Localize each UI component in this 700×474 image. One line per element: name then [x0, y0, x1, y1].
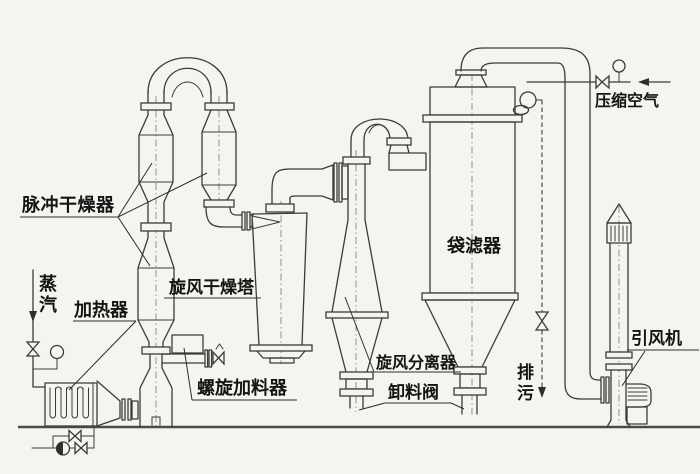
label-compressed-air: 压缩空气: [595, 91, 659, 110]
label-cyclone-separator: 旋风分离器: [344, 296, 461, 373]
centerline-axes: [155, 74, 620, 427]
screw-feeder: [161, 334, 225, 368]
valve-icon: [74, 441, 88, 455]
svg-text:排: 排: [517, 362, 534, 382]
condensate-bypass-line: [31, 425, 95, 456]
heater: [44, 380, 139, 427]
svg-text:卸料阀: 卸料阀: [388, 382, 439, 402]
pressure-gauge-icon: [32, 344, 65, 370]
stack: [605, 203, 633, 371]
label-steam: 蒸 汽: [39, 274, 57, 315]
svg-text:袋滤器: 袋滤器: [446, 235, 502, 256]
svg-text:压缩空气: 压缩空气: [595, 91, 659, 110]
svg-text:旋风干燥塔: 旋风干燥塔: [168, 277, 255, 297]
annotations: 脉冲干燥器 蒸 汽 加热器 旋风干燥塔 螺旋加料器 旋风分离器: [20, 91, 699, 411]
label-induced-draft-fan: 引风机: [621, 328, 699, 387]
svg-text:旋风分离器: 旋风分离器: [375, 353, 457, 372]
label-bag-filter: 袋滤器: [446, 235, 502, 256]
valve-icon: [595, 74, 610, 90]
valve-icon: [68, 429, 82, 443]
flow-arrow-icon: [538, 387, 546, 398]
cyclone-drying-tower: [249, 162, 349, 364]
induced-draft-fan: [606, 369, 652, 428]
valve-icon: [534, 311, 550, 331]
valve-icon: [25, 341, 41, 357]
label-screw-feeder: 螺旋加料器: [183, 347, 297, 401]
label-blowdown: 排 污: [517, 362, 534, 403]
svg-text:引风机: 引风机: [631, 328, 682, 348]
flow-arrow-icon: [638, 78, 671, 86]
label-pulse-dryer: 脉冲干燥器: [20, 162, 208, 267]
compressed-air-line: [526, 59, 671, 90]
drain-line: [534, 100, 550, 398]
bag-filter: [421, 69, 543, 415]
label-pulse-dryer-text: 脉冲干燥器: [21, 194, 115, 215]
svg-text:污: 污: [517, 383, 534, 403]
steam-line: [25, 269, 65, 388]
exhaust-duct: [460, 47, 610, 404]
discharge-valve: [453, 366, 487, 415]
flow-arrow-icon: [29, 311, 37, 322]
cyclone-separator: [325, 118, 427, 409]
svg-text:蒸: 蒸: [39, 274, 57, 294]
pulse-cleaner-icon: [512, 91, 543, 116]
label-cyclone-drying-tower: 旋风干燥塔: [164, 277, 261, 299]
discharge-valve: [339, 371, 374, 409]
label-heater: 加热器: [68, 299, 137, 391]
pulse-dryer-columns: [137, 57, 254, 427]
label-discharge-valve: 卸料阀: [358, 382, 465, 411]
steam-trap-icon: [55, 441, 71, 456]
heater-coils: [49, 386, 89, 419]
svg-text:螺旋加料器: 螺旋加料器: [197, 377, 288, 398]
svg-text:加热器: 加热器: [73, 299, 129, 320]
feeder-drive-icon: [212, 343, 225, 366]
svg-text:汽: 汽: [39, 294, 57, 315]
pressure-gauge-icon: [612, 59, 626, 83]
